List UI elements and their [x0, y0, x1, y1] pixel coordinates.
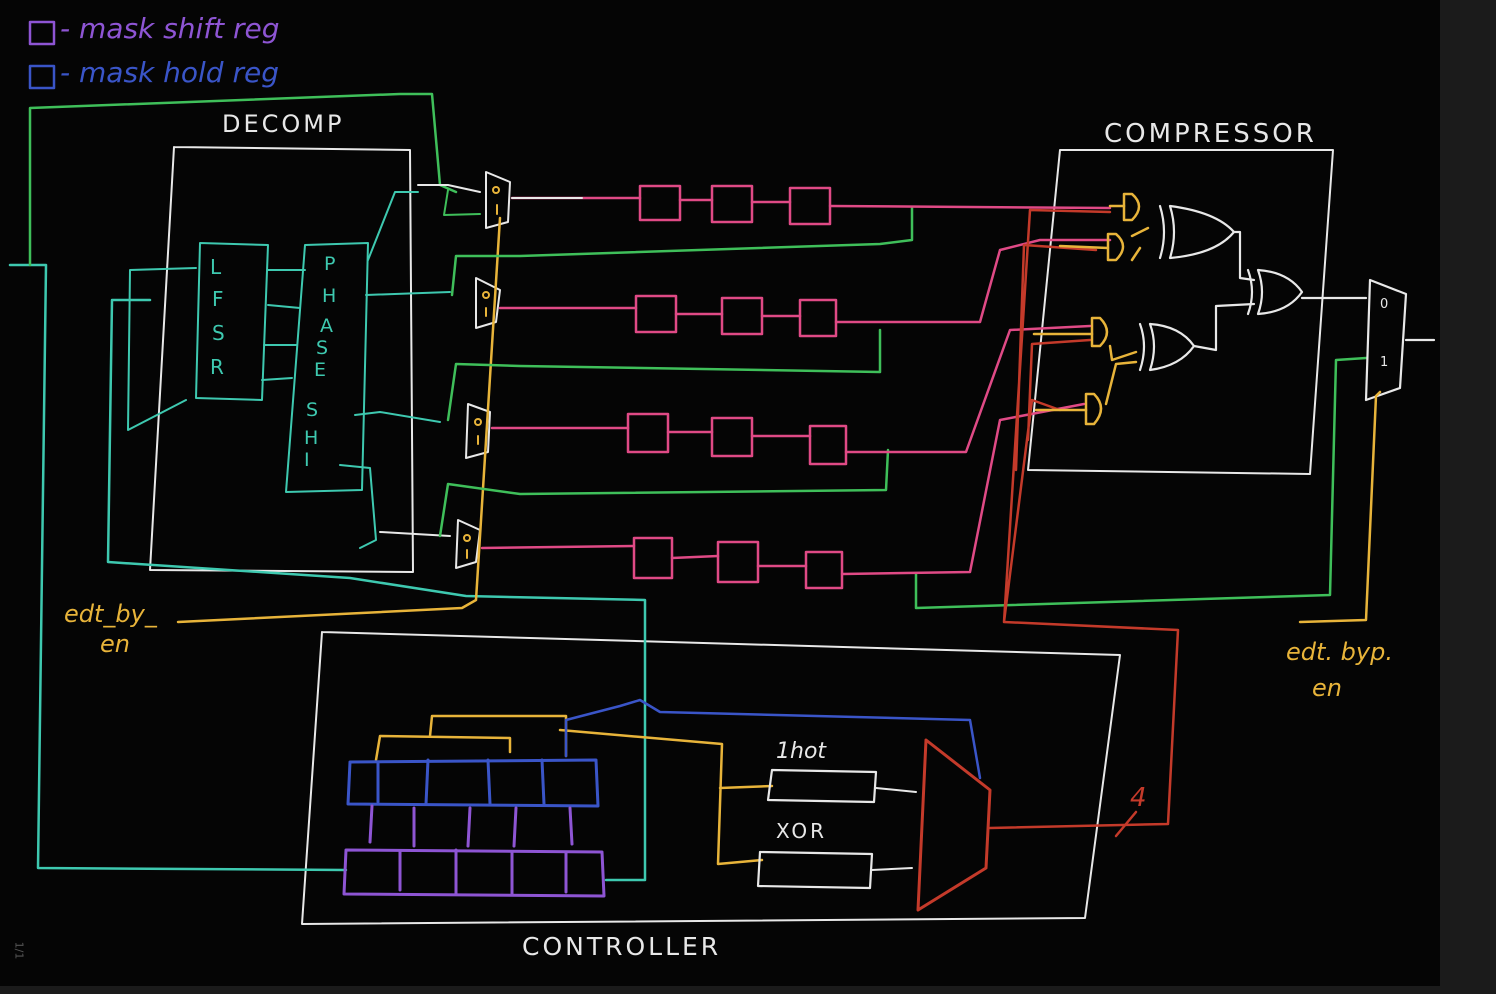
phase-letter: H [304, 427, 321, 449]
controller-mux [916, 738, 992, 912]
legend-shift-label: - mask shift reg [60, 12, 280, 45]
mux-2 [475, 277, 501, 329]
scan-chain-1 [510, 184, 1112, 226]
phase-letter: E [314, 359, 329, 381]
circuit-diagram: - mask shift reg - mask hold reg DECOMP … [8, 12, 1436, 961]
phase-letter: H [322, 285, 339, 307]
controller-box [301, 631, 1121, 925]
scan-chain-4 [480, 402, 1086, 590]
red-bus-slash [1114, 810, 1138, 838]
scan-chain-3 [490, 324, 1092, 466]
xor-gates [1138, 204, 1368, 372]
yellow-mux-select-left [176, 216, 502, 624]
edt-bypass-right-2: en [1312, 674, 1342, 702]
output-mux-in1: 1 [1380, 355, 1388, 370]
mask-hold-register [346, 758, 600, 808]
compressor-box [1027, 149, 1334, 475]
scan-chain-2 [498, 238, 1112, 338]
phase-out-2 [365, 291, 451, 296]
compressor-title: COMPRESSOR [1104, 119, 1317, 149]
phase-out-1 [367, 191, 419, 261]
yellow-controller-wires [374, 714, 774, 866]
green-loop-4 [914, 356, 1368, 610]
phase-letter: A [320, 315, 336, 337]
phase-shift-box [285, 242, 369, 493]
teal-scan-in-wire [8, 263, 348, 872]
right-margin-strip [1440, 0, 1496, 994]
lfsr-letter: R [210, 355, 227, 379]
xor-label: XOR [776, 819, 827, 843]
xor-box [756, 850, 874, 890]
green-loop-3 [438, 448, 890, 538]
lfsr-label: L F S R [210, 255, 228, 379]
white-mux-in-4 [379, 531, 451, 537]
phase-letter: S [316, 337, 331, 359]
phase-letter: S [306, 399, 321, 421]
blue-hold-to-mux [564, 698, 982, 780]
edt-bypass-right-1: edt. byp. [1286, 638, 1393, 666]
lfsr-letter: L [210, 255, 224, 279]
decomp-title: DECOMP [222, 110, 344, 138]
green-bypass-top [28, 92, 458, 267]
and-gates [1032, 192, 1150, 426]
red-mask-bus [988, 208, 1180, 830]
teal-lfsr-feed [127, 267, 197, 431]
legend-hold-label: - mask hold reg [60, 56, 279, 89]
onehot-label: 1hot [776, 739, 827, 764]
white-mux-in-1 [417, 184, 481, 193]
teal-decomp-feed [106, 298, 647, 882]
bus-width-label: 4 [1130, 783, 1147, 813]
mux-1 [485, 171, 511, 229]
legend-hold-swatch [28, 64, 56, 90]
edt-bypass-left-1: edt_by_ [64, 600, 158, 628]
decomp-box [149, 146, 414, 573]
legend-shift-swatch [28, 20, 56, 46]
phase-letter: P [324, 253, 338, 275]
lfsr-letter: F [212, 287, 227, 311]
mux-3 [465, 403, 491, 459]
phase-out-3 [354, 411, 441, 423]
lfsr-box [195, 242, 269, 401]
phase-shift-label: P H A S E S H I [304, 253, 339, 471]
mask-shift-register [342, 804, 606, 898]
bottom-margin-strip [0, 986, 1440, 994]
controller-title: CONTROLLER [522, 932, 721, 961]
box-out-wires [871, 787, 917, 871]
lfsr-letter: S [212, 321, 228, 345]
output-mux-in0: 0 [1380, 297, 1388, 312]
green-mux1-side [443, 189, 481, 216]
edt-bypass-left-2: en [100, 630, 130, 658]
green-loop-2 [446, 328, 882, 422]
phase-out-4 [339, 464, 377, 549]
yellow-mux-select-right [1298, 390, 1382, 624]
lfsr-phase-links [261, 269, 306, 381]
phase-letter: I [304, 449, 313, 471]
mux-4 [455, 519, 481, 569]
onehot-box [766, 768, 878, 804]
green-loop-1 [450, 206, 914, 297]
output-mux [1364, 278, 1436, 402]
